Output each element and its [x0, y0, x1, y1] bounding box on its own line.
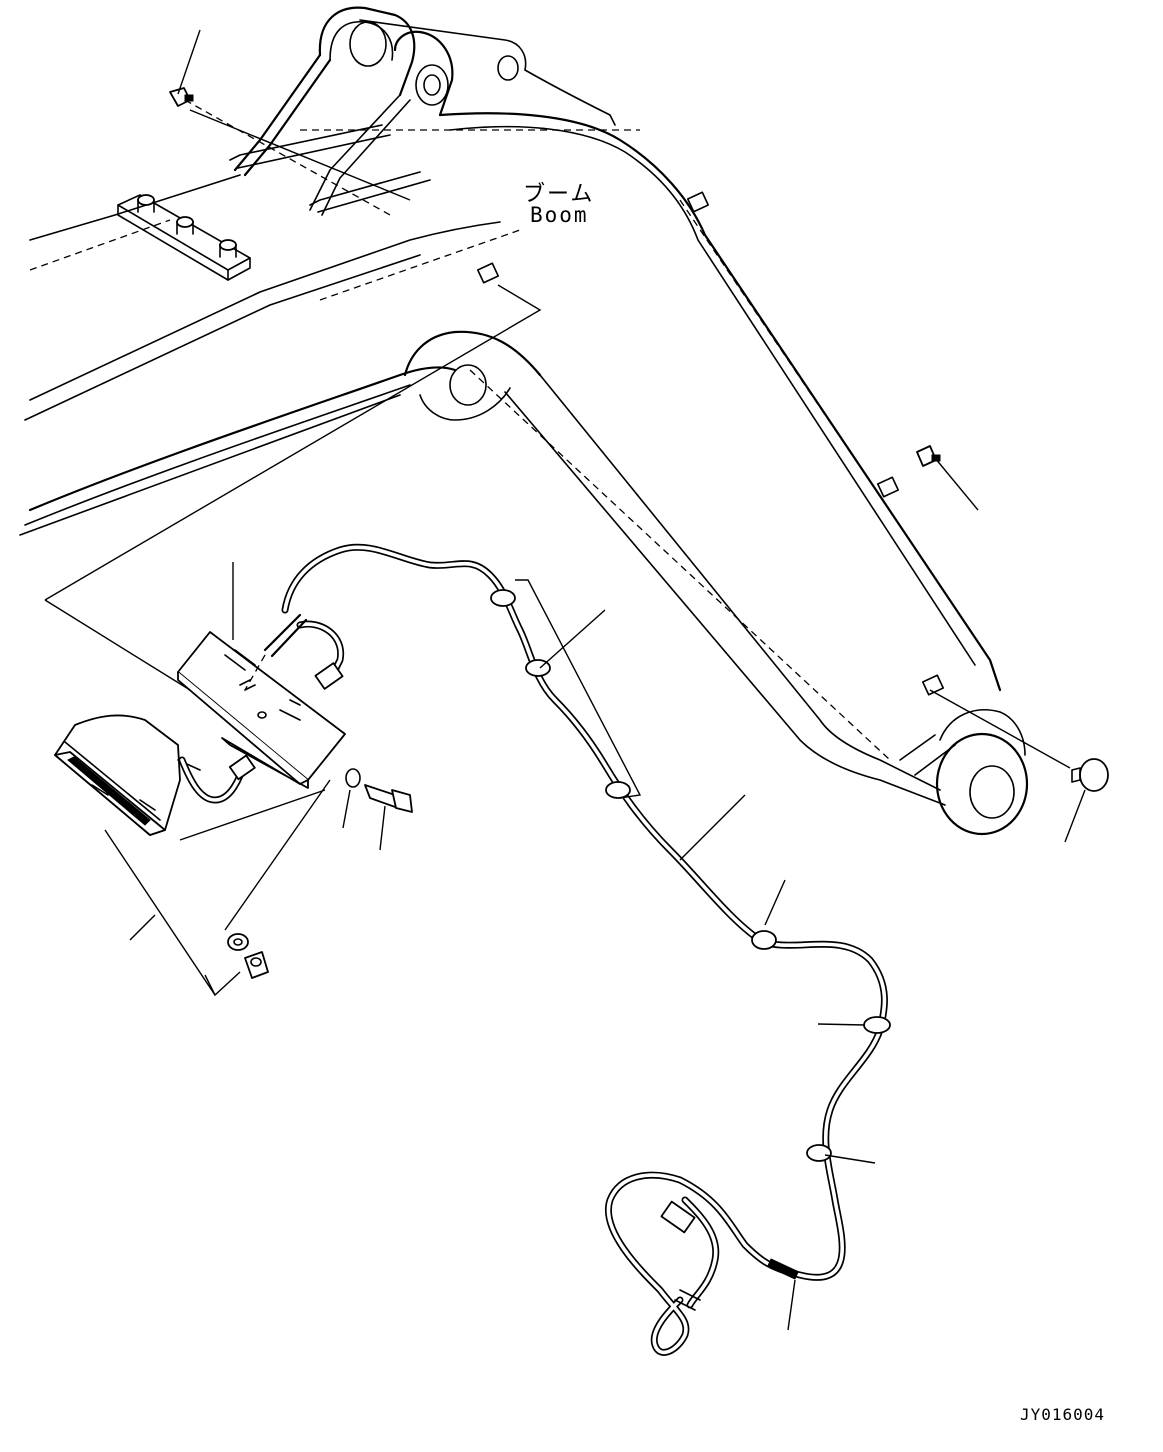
bolt-tip [1071, 758, 1109, 792]
work-lamp [54, 714, 201, 836]
bolt-right [916, 445, 941, 467]
boom-label-japanese: ブーム [523, 182, 595, 207]
lamp-bracket [177, 631, 346, 789]
boom-mount-pads [117, 124, 945, 696]
bolt-top-left [169, 87, 194, 107]
boom-label-english: Boom [530, 203, 589, 227]
center-lines [29, 99, 951, 761]
leader-lines-parts [44, 562, 876, 1331]
boom-body [19, 53, 1029, 836]
boom-foot-boss [318, 6, 616, 126]
drawing-code: JY016004 [1020, 1405, 1106, 1424]
bracket-hardware [227, 768, 413, 979]
harness-connectors [228, 662, 799, 1311]
boom-structure [19, 6, 1029, 836]
leader-lines-bolts [44, 29, 1086, 843]
